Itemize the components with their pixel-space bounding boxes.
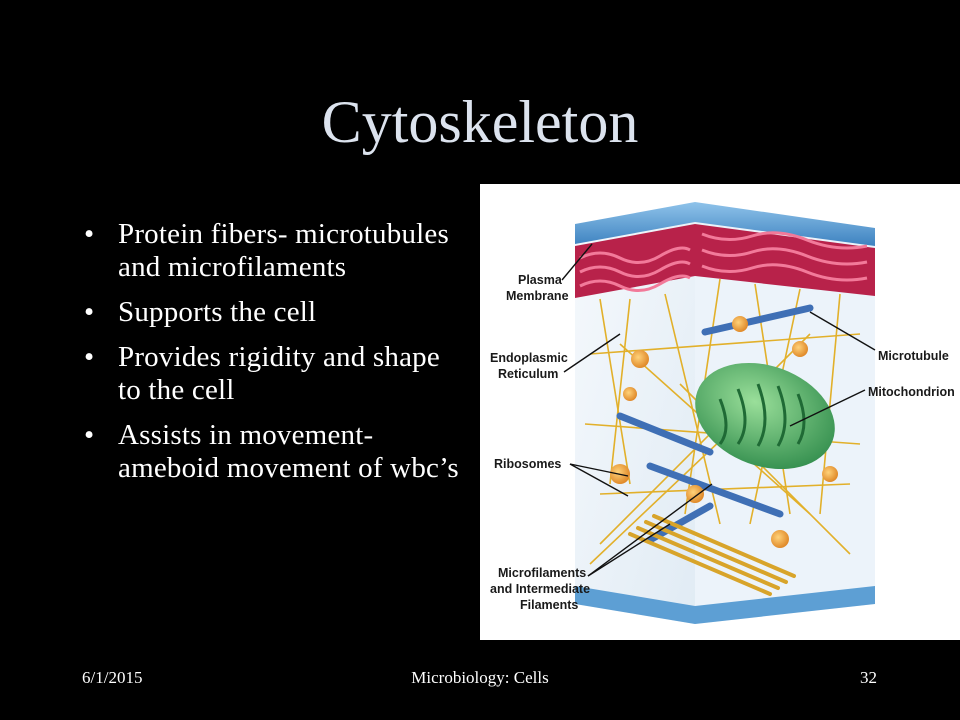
footer-page-number: 32	[860, 668, 877, 687]
bullet-text: Provides rigidity and shape to the cell	[118, 341, 440, 406]
plasma-membrane-top	[575, 202, 875, 246]
label-microtubule: Microtubule	[878, 349, 949, 363]
bullet-text: Protein fibers- microtubules and microfi…	[118, 218, 449, 283]
microfilament-bundle	[628, 514, 796, 596]
label-microfilaments-line3: Filaments	[520, 598, 578, 612]
mitochondrion	[695, 362, 835, 470]
bullet-item: • Assists in movement- ameboid movement …	[82, 419, 462, 485]
cytoskeleton-illustration: Plasma Membrane Endoplasmic Reticulum Mi…	[490, 202, 955, 624]
plasma-membrane-bottom	[575, 586, 875, 624]
bullet-dot: •	[84, 341, 95, 373]
footer-title: Microbiology: Cells	[411, 668, 549, 687]
cytoskeleton-diagram: Plasma Membrane Endoplasmic Reticulum Mi…	[480, 184, 960, 640]
slide-title: Cytoskeleton	[321, 89, 639, 155]
label-microfilaments-line1: Microfilaments	[498, 566, 586, 580]
bullet-text: Assists in movement- ameboid movement of…	[118, 419, 459, 484]
bullet-text: Supports the cell	[118, 296, 317, 328]
bullet-list: • Protein fibers- microtubules and micro…	[82, 218, 462, 497]
leader-lines	[561, 243, 876, 577]
label-plasma-membrane-line1: Plasma	[518, 273, 563, 287]
footer-date: 6/1/2015	[82, 668, 143, 687]
bullet-dot: •	[84, 419, 95, 451]
endoplasmic-reticulum	[575, 224, 875, 298]
bullet-item: • Provides rigidity and shape to the cel…	[82, 341, 462, 407]
label-er-line1: Endoplasmic	[490, 351, 568, 365]
label-er-line2: Reticulum	[498, 367, 558, 381]
bullet-item: • Supports the cell	[82, 296, 462, 329]
bullet-item: • Protein fibers- microtubules and micro…	[82, 218, 462, 284]
microtubules	[616, 304, 814, 544]
label-microfilaments-line2: and Intermediate	[490, 582, 590, 596]
label-plasma-membrane-line2: Membrane	[506, 289, 569, 303]
ribosome-nodes	[610, 316, 838, 548]
bullet-dot: •	[84, 218, 95, 250]
bullet-dot: •	[84, 296, 95, 328]
label-ribosomes: Ribosomes	[494, 457, 561, 471]
label-mitochondrion: Mitochondrion	[868, 385, 955, 399]
